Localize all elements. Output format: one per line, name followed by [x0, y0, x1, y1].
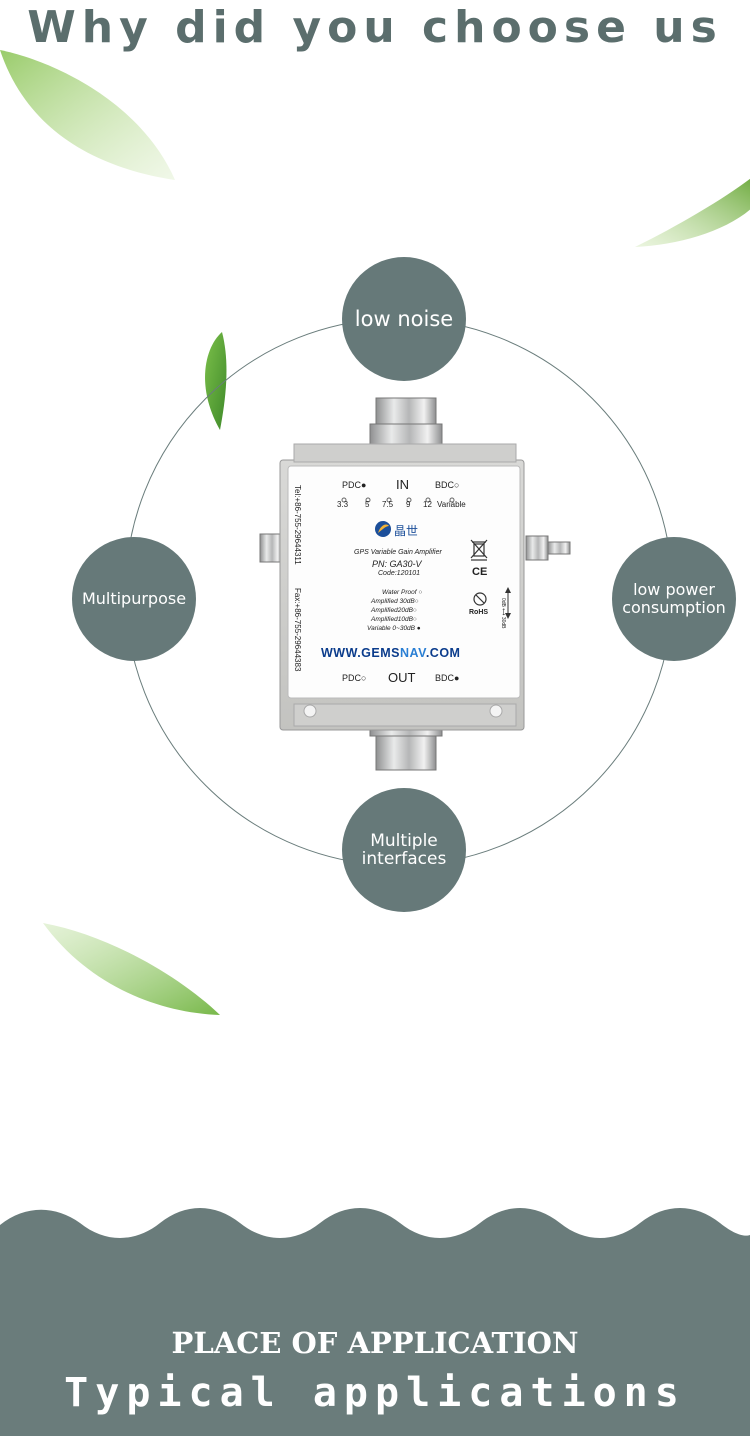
- brand-name: 晶世: [394, 524, 419, 538]
- feature-low-noise-label: low noise: [354, 307, 454, 331]
- page-title: Why did you choose us: [27, 2, 723, 53]
- feature-multiple-line1: Multiple: [370, 831, 438, 851]
- leaf-bottom-left: [43, 923, 220, 1015]
- feature-multipurpose-label: Multipurpose: [81, 589, 187, 608]
- fax-number: Fax:+86-755-29644383: [293, 588, 302, 672]
- amplifier-device-image: PDC● IN BDC○ 3.3 5 7.5 9 12 Variable 晶世 …: [258, 392, 578, 778]
- option-water-proof: Water Proof ○: [382, 589, 423, 596]
- feature-multiple-line2: interfaces: [361, 849, 447, 869]
- pdc-bottom-label: PDC○: [342, 673, 367, 683]
- voltage-variable: Variable: [437, 500, 466, 509]
- typical-applications-title: Typical applications: [64, 1370, 686, 1416]
- part-number: PN: GA30-V: [372, 559, 422, 569]
- website-part-nav: NAV: [400, 646, 426, 660]
- option-amplified-10db: Amplified10dB○: [371, 616, 417, 623]
- out-port-label: OUT: [388, 670, 416, 685]
- rohs-mark: RoHS: [469, 609, 489, 616]
- leaf-top-right: [635, 178, 750, 247]
- option-amplified-20db: Amplified20dB○: [371, 607, 417, 614]
- voltage-5: 5: [365, 500, 370, 509]
- voltage-7-5: 7.5: [382, 500, 394, 509]
- voltage-3-3: 3.3: [337, 500, 349, 509]
- gain-range: 0dB ⟷ 30dB: [500, 598, 506, 629]
- place-of-application-title: PLACE OF APPLICATION: [171, 1326, 579, 1360]
- bdc-bottom-label: BDC●: [435, 673, 460, 683]
- tel-number: Tel:+86-755-29644311: [293, 485, 302, 565]
- bdc-top-label: BDC○: [435, 480, 460, 490]
- website: WWW.GEMSNAV.COM: [321, 646, 460, 660]
- device-drawing: [259, 397, 571, 771]
- ce-mark: CE: [472, 566, 488, 578]
- voltage-9: 9: [406, 500, 411, 509]
- model-description: GPS Variable Gain Amplifier: [354, 549, 442, 556]
- option-amplified-30db: Amplified 30dB○: [371, 598, 419, 605]
- feature-low-power-consumption: low power consumption: [612, 537, 736, 661]
- feature-multipurpose: Multipurpose: [72, 537, 196, 661]
- feature-low-power-line1: low power: [633, 580, 715, 599]
- feature-low-power-line2: consumption: [622, 598, 726, 617]
- website-part-com: .COM: [425, 646, 461, 660]
- option-variable: Variable 0~30dB ●: [367, 625, 421, 632]
- website-part-gems: WWW.GEMS: [321, 646, 400, 660]
- voltage-12: 12: [423, 500, 432, 509]
- feature-multiple-interfaces: Multiple interfaces: [342, 788, 466, 912]
- pdc-top-label: PDC●: [342, 480, 367, 490]
- leaf-top-left: [0, 50, 175, 180]
- application-banner: [0, 1208, 750, 1436]
- product-code: Code:120101: [378, 570, 421, 577]
- in-port-label: IN: [396, 477, 409, 492]
- feature-low-noise: low noise: [342, 257, 466, 381]
